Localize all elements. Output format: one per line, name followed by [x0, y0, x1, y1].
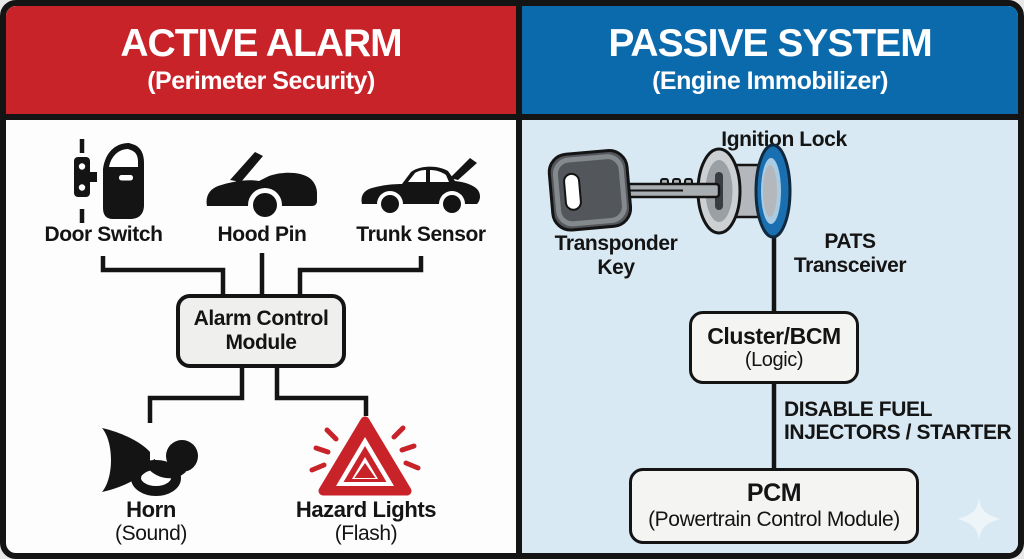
passive-system-header: PASSIVE SYSTEM (Engine Immobilizer): [522, 6, 1018, 114]
passive-system-subtitle: (Engine Immobilizer): [652, 66, 888, 95]
door-switch-label: Door Switch: [44, 223, 163, 246]
active-alarm-subtitle: (Perimeter Security): [147, 66, 375, 95]
alarm-control-module-box: Alarm Control Module: [176, 294, 346, 368]
passive-system-title: PASSIVE SYSTEM: [608, 22, 932, 66]
panel-divider-line: [516, 6, 522, 553]
horn-icon: [102, 428, 198, 496]
sparkle-watermark-icon: [958, 498, 1000, 540]
pats-transceiver-label-line1: PATS: [824, 230, 876, 253]
transponder-key-label-line2: Key: [597, 256, 635, 279]
pats-transceiver-label-line2: Transceiver: [793, 254, 907, 277]
header-divider-line: [6, 114, 1018, 120]
alarm-control-module-line1: Alarm Control: [193, 306, 329, 330]
disable-note-line2: INJECTORS / STARTER: [784, 421, 1012, 444]
pcm-line1: PCM: [746, 479, 802, 508]
pcm-box: PCM (Powertrain Control Module): [629, 468, 919, 544]
horn-sublabel: (Sound): [115, 522, 187, 545]
cluster-bcm-line1: Cluster/BCM: [707, 322, 841, 349]
hazard-lights-label: Hazard Lights: [295, 497, 437, 522]
pcm-line2: (Powertrain Control Module): [648, 507, 900, 531]
disable-note: DISABLE FUEL INJECTORS / STARTER: [784, 398, 1012, 444]
alarm-control-module-line2: Module: [225, 331, 297, 354]
hazard-lights-icon: [309, 416, 421, 496]
transponder-key-ignition-lock-icon: [547, 143, 792, 239]
cluster-bcm-line2: (Logic): [744, 349, 804, 372]
hood-pin-icon: [206, 152, 317, 222]
hood-pin-label: Hood Pin: [217, 223, 307, 246]
trunk-sensor-label: Trunk Sensor: [356, 223, 486, 246]
ignition-lock-label: Ignition Lock: [721, 128, 847, 151]
active-alarm-title: ACTIVE ALARM: [120, 22, 402, 66]
hazard-lights-sublabel: (Flash): [334, 522, 398, 545]
cluster-bcm-box: Cluster/BCM (Logic): [689, 311, 859, 384]
disable-note-line1: DISABLE FUEL: [784, 398, 933, 421]
transponder-key-label-line1: Transponder: [554, 232, 678, 255]
door-switch-icon: [74, 139, 144, 223]
horn-label: Horn: [126, 497, 176, 522]
active-alarm-header: ACTIVE ALARM (Perimeter Security): [6, 6, 516, 114]
trunk-sensor-icon: [361, 158, 480, 217]
